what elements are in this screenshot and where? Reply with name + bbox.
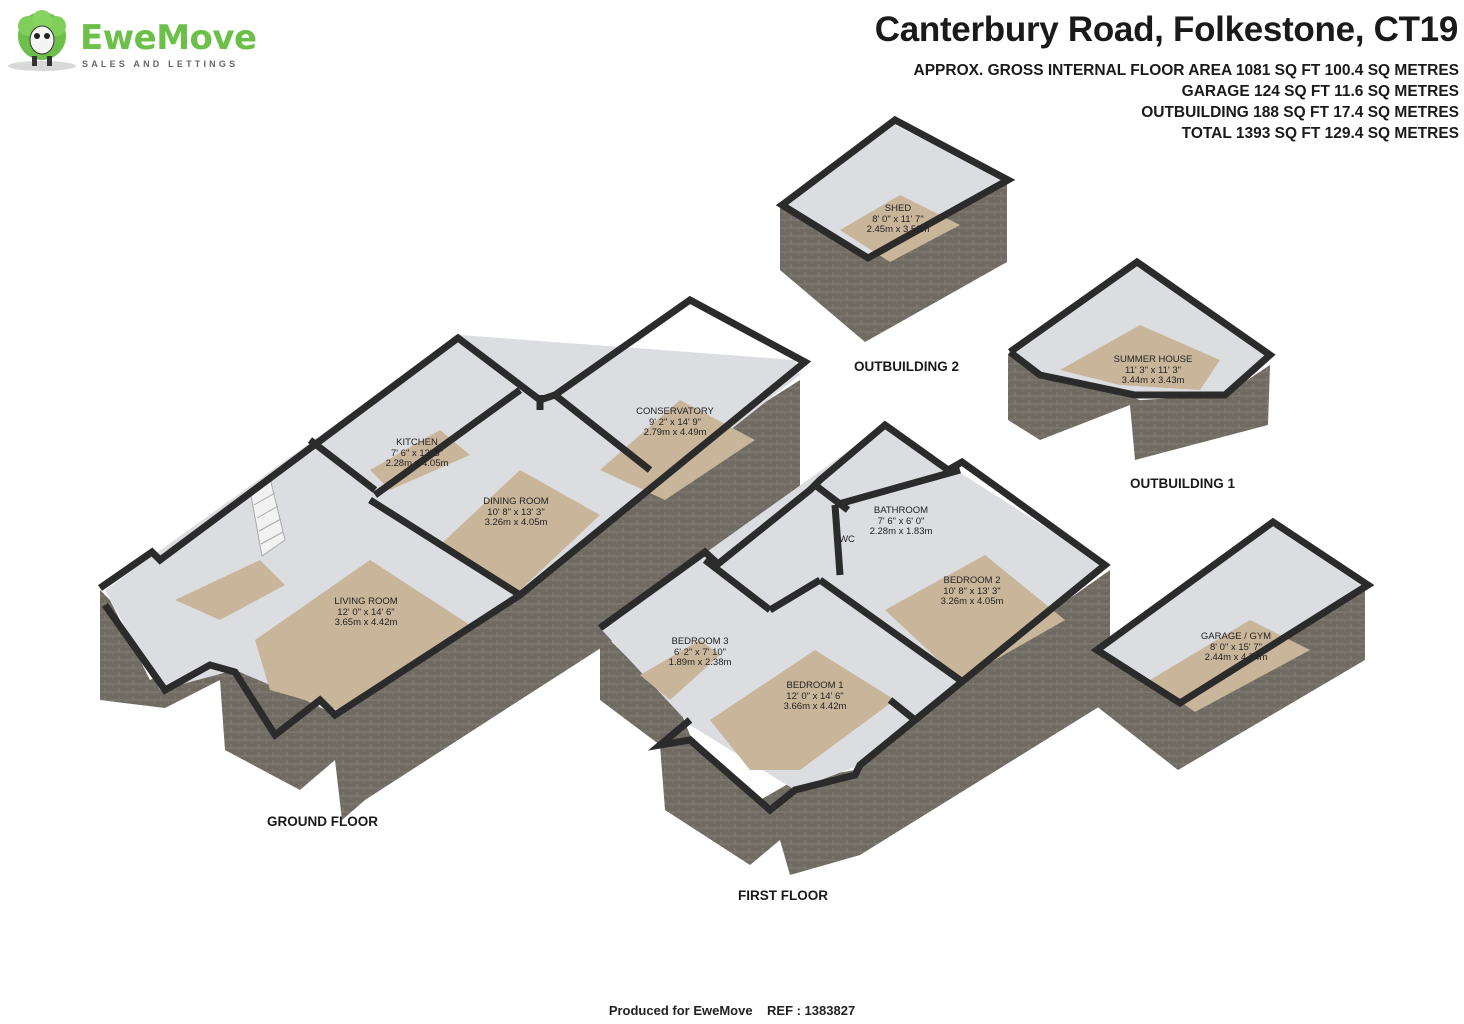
ground-floor-inner-walls [105, 335, 800, 715]
ewemove-logo: EweMove SALES AND LETTINGS [4, 4, 257, 74]
first-floor-plan [597, 420, 1111, 875]
area-summary: APPROX. GROSS INTERNAL FLOOR AREA 1081 S… [914, 60, 1459, 144]
area-line-total: TOTAL 1393 SQ FT 129.4 SQ METRES [1181, 125, 1459, 142]
garage-wall-outline [1090, 517, 1375, 708]
area-line-outbuilding: OUTBUILDING 188 SQ FT 17.4 SQ METRES [1141, 104, 1459, 121]
first-floor-brick-wall [600, 570, 1110, 875]
garage-inner-walls [1097, 522, 1367, 702]
ground-floor-wall-outline [98, 295, 812, 741]
staircase [249, 477, 286, 557]
brand-name: EweMove [80, 18, 257, 58]
hall-floor [175, 560, 285, 620]
shed-inner-walls [785, 125, 1005, 255]
shed-wall-outline [775, 115, 1016, 263]
first-floor-wall-outline [597, 420, 1111, 815]
ground-floor-label: GROUND FLOOR [267, 814, 378, 829]
footer-reference: Produced for EweMove REF : 1383827 [608, 1003, 856, 1018]
sheep-logo-icon [8, 10, 76, 71]
summer-house-plan [1007, 257, 1276, 460]
property-title: Canterbury Road, Folkestone, CT19 [874, 10, 1459, 49]
area-line-garage: GARAGE 124 SQ FT 11.6 SQ METRES [1181, 83, 1459, 100]
area-line-gia: APPROX. GROSS INTERNAL FLOOR AREA 1081 S… [913, 62, 1459, 79]
shed-floor [840, 195, 960, 262]
summer-house-wall-outline [1007, 257, 1276, 399]
dining-room-floor [440, 470, 600, 595]
ground-floor-plan [98, 295, 812, 820]
garage-plan [1090, 517, 1375, 770]
brand-tagline: SALES AND LETTINGS [82, 59, 239, 69]
bedroom-2-floor [885, 555, 1065, 680]
bedroom-3-floor [640, 640, 720, 700]
wc-label: WC [839, 534, 855, 545]
conservatory-floor [600, 400, 755, 500]
outbuilding-2-label: OUTBUILDING 2 [854, 359, 960, 374]
summer-house-floor [1060, 325, 1220, 390]
first-floor-label: FIRST FLOOR [738, 888, 828, 903]
shed-plan [775, 115, 1016, 342]
bedroom-1-floor [710, 650, 895, 770]
outbuilding-1-label: OUTBUILDING 1 [1130, 476, 1236, 491]
ground-floor-brick-wall [100, 380, 800, 820]
living-room-floor [255, 560, 470, 710]
